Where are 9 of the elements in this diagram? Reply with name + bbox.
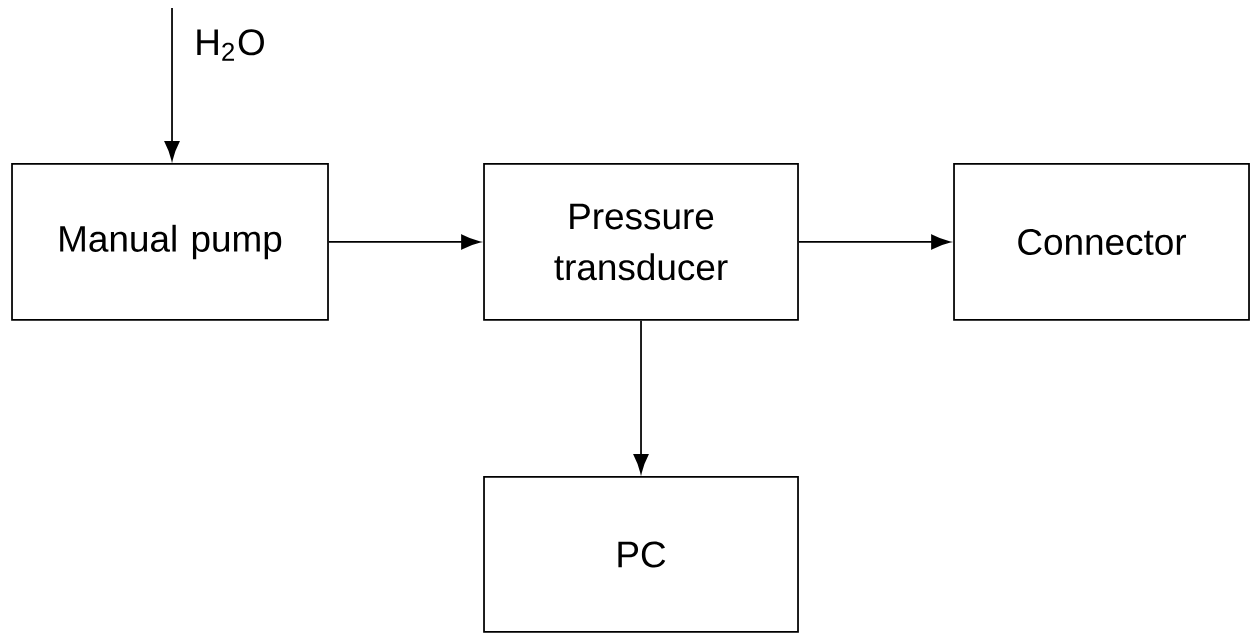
arrow xyxy=(328,234,481,250)
arrow xyxy=(798,234,951,250)
process-box: Pressure transducer xyxy=(483,163,799,321)
edge-label: H$_{2}$O xyxy=(190,25,270,65)
arrow xyxy=(633,320,649,474)
process-box: Manual pump xyxy=(11,163,329,321)
process-box: Connector xyxy=(953,163,1250,321)
process-box: PC xyxy=(483,476,799,633)
arrow xyxy=(164,7,180,161)
